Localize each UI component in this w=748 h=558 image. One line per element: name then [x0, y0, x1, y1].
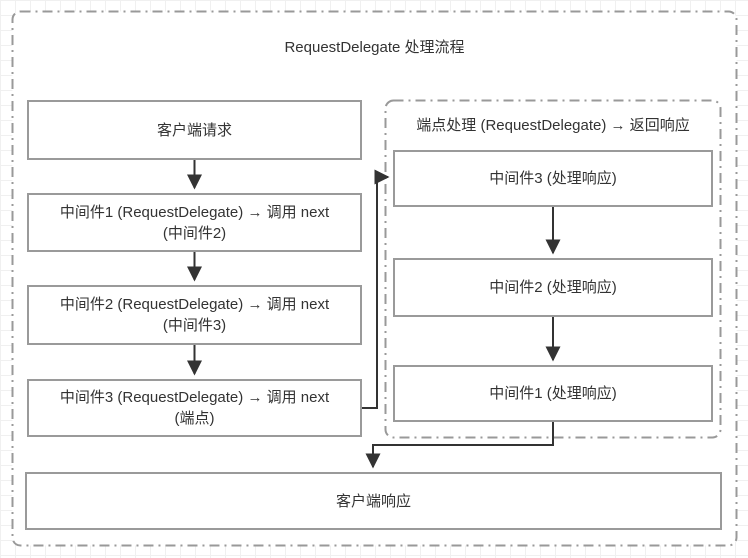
flow-box-response-middleware-3-label: 中间件3 (处理响应): [489, 170, 617, 187]
flow-box-middleware-3: 中间件3 (RequestDelegate) → 调用 next (端点): [27, 379, 362, 437]
flow-box-client-response-label: 客户端响应: [335, 492, 411, 510]
flow-box-response-middleware-1-label: 中间件1 (处理响应): [489, 385, 617, 402]
flow-box-middleware-2-line1: 中间件2 (RequestDelegate) → 调用 next: [59, 296, 330, 313]
flow-box-middleware-1-line1: 中间件1 (RequestDelegate) → 调用 next: [59, 203, 330, 221]
flow-box-response-middleware-2: 中间件2 (处理响应): [393, 258, 713, 317]
arrow-group-to-client-response: [365, 422, 554, 469]
flow-box-middleware-3-line1: 中间件3 (RequestDelegate) → 调用 next: [59, 389, 330, 406]
flow-box-response-middleware-1: 中间件1 (处理响应): [393, 365, 713, 422]
flow-box-client-response: 客户端响应: [25, 472, 722, 530]
flow-box-middleware-1-line2: (中间件2): [162, 224, 227, 242]
flow-box-middleware-2-line2: (中间件3): [162, 317, 227, 334]
flow-box-response-middleware-2-label: 中间件2 (处理响应): [489, 279, 617, 296]
endpoint-group-frame: [384, 99, 722, 439]
flow-box-middleware-1: 中间件1 (RequestDelegate) → 调用 next (中间件2): [27, 193, 362, 252]
arrow-mw3-to-endpoint-group: [362, 169, 390, 409]
flow-box-middleware-2: 中间件2 (RequestDelegate) → 调用 next (中间件3): [27, 285, 362, 345]
flow-box-middleware-3-line2: (端点): [174, 410, 215, 427]
flow-box-response-middleware-3: 中间件3 (处理响应): [393, 150, 713, 207]
diagram-title: RequestDelegate 处理流程: [284, 39, 465, 56]
flow-box-client-request-label: 客户端请求: [156, 121, 232, 139]
flow-box-client-request: 客户端请求: [27, 100, 362, 160]
endpoint-group-title: 端点处理 (RequestDelegate) → 返回响应: [416, 117, 690, 134]
